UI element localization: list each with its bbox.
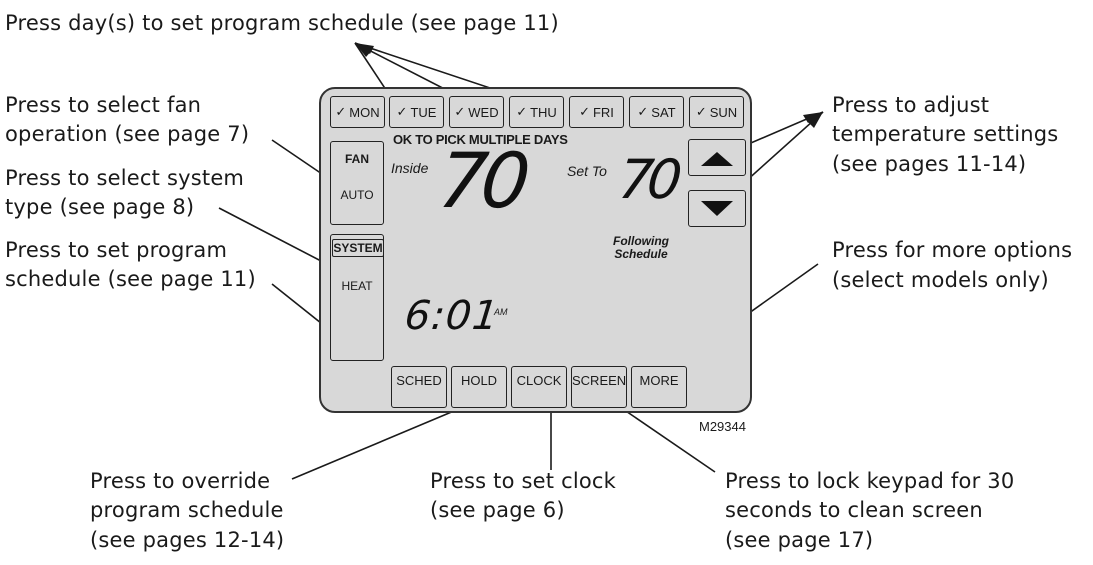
callout-screen-line1: Press to lock keypad for 30 (725, 469, 1015, 493)
status-line2: Schedule (614, 247, 668, 261)
check-icon: ✓ (637, 104, 649, 119)
inside-temp: 70 (434, 136, 529, 225)
day-label: FRI (592, 104, 614, 120)
callout-sched-line2: schedule (see page 11) (5, 267, 256, 291)
day-label: SUN (709, 104, 738, 120)
callout-screen-line3: (see page 17) (725, 528, 874, 552)
callout-hold-line2: program schedule (90, 498, 284, 522)
check-icon: ✓ (454, 104, 466, 119)
callout-system-line1: Press to select system (5, 166, 245, 190)
day-button-sat[interactable]: ✓SAT (629, 96, 684, 128)
day-button-mon[interactable]: ✓MON (330, 96, 385, 128)
callout-system-line2: type (see page 8) (5, 195, 195, 219)
check-icon: ✓ (335, 104, 347, 119)
day-button-tue[interactable]: ✓TUE (389, 96, 444, 128)
callout-temp-line1: Press to adjust (832, 93, 990, 117)
clock-button[interactable]: CLOCK (511, 366, 567, 408)
sched-button[interactable]: SCHED (391, 366, 447, 408)
callout-days: Press day(s) to set program schedule (se… (5, 11, 559, 35)
set-temp: 70 (615, 148, 680, 211)
multiple-days-hint: OK TO PICK MULTIPLE DAYS (393, 132, 568, 147)
arrowhead-temp-1 (803, 112, 823, 123)
day-button-sun[interactable]: ✓SUN (689, 96, 744, 128)
callout-fan-line2: operation (see page 7) (5, 122, 250, 146)
day-label: SAT (651, 104, 676, 120)
temp-down-button[interactable] (688, 190, 746, 227)
leader-screen (619, 406, 716, 473)
day-label: TUE (410, 104, 437, 120)
fan-value: AUTO (340, 188, 374, 202)
callout-clock-line1: Press to set clock (430, 469, 617, 493)
callout-more-line1: Press for more options (832, 238, 1073, 262)
system-value: HEAT (341, 279, 373, 293)
screen-button[interactable]: SCREEN (571, 366, 627, 408)
callout-fan-line1: Press to select fan (5, 93, 202, 117)
temp-up-button[interactable] (688, 139, 746, 176)
figure-code: M29344 (699, 419, 746, 434)
callout-clock-line2: (see page 6) (430, 498, 565, 522)
system-button[interactable] (330, 234, 384, 361)
callout-hold-line3: (see pages 12-14) (90, 528, 285, 552)
day-label: WED (468, 104, 499, 120)
check-icon: ✓ (695, 104, 707, 119)
callout-temp-line2: temperature settings (832, 122, 1059, 146)
check-icon: ✓ (516, 104, 528, 119)
check-icon: ✓ (579, 104, 590, 119)
arrowhead-temp-2 (807, 112, 823, 128)
clock-time: 6:01 (402, 293, 502, 339)
day-button-thu[interactable]: ✓THU (509, 96, 564, 128)
callout-temp-line3: (see pages 11-14) (832, 152, 1027, 176)
down-arrow-icon (701, 201, 733, 216)
status-line1: Following (613, 234, 669, 248)
system-label: SYSTEM (332, 239, 384, 257)
arrowhead-days-1 (355, 43, 373, 57)
day-button-fri[interactable]: ✓FRI (569, 96, 624, 128)
fan-button[interactable] (330, 141, 384, 225)
up-arrow-icon (701, 152, 733, 166)
callout-more-line2: (select models only) (832, 268, 1049, 292)
callout-screen-line2: seconds to clean screen (725, 498, 983, 522)
hold-button[interactable]: HOLD (451, 366, 507, 408)
thermostat-screen: ✓MON ✓TUE ✓WED ✓THU ✓FRI ✓SAT ✓SUN OK TO… (319, 87, 752, 413)
inside-label: Inside (391, 160, 429, 176)
more-button[interactable]: MORE (631, 366, 687, 408)
set-to-label: Set To (567, 163, 607, 179)
day-label: MON (349, 104, 380, 120)
clock-ampm: AM (494, 307, 508, 317)
callout-sched-line1: Press to set program (5, 238, 228, 262)
check-icon: ✓ (396, 104, 408, 119)
day-label: THU (530, 104, 557, 120)
schedule-status: Following Schedule (583, 235, 699, 261)
fan-label: FAN (345, 152, 369, 166)
arrowhead-days-2 (355, 43, 374, 54)
day-button-wed[interactable]: ✓WED (449, 96, 504, 128)
callout-hold-line1: Press to override (90, 469, 271, 493)
